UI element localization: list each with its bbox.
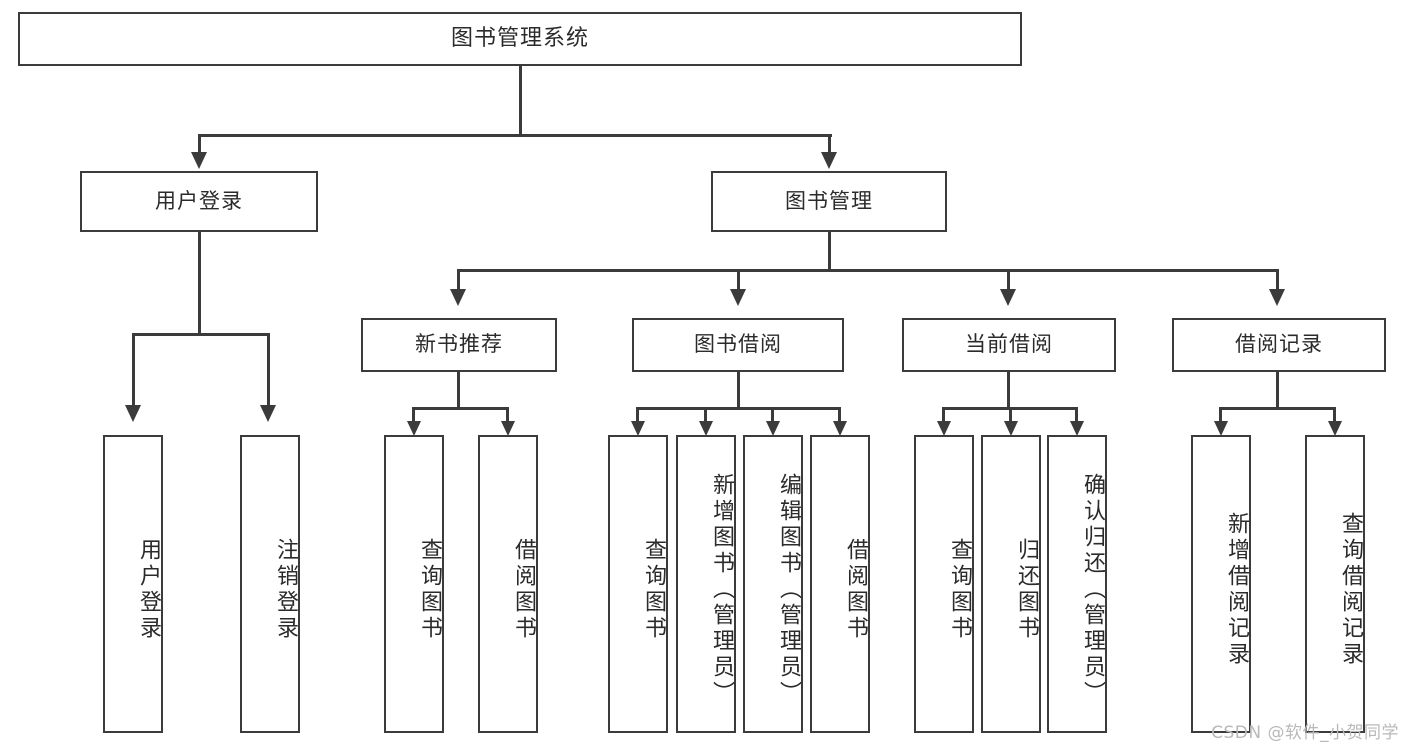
arrowhead-leaf-user-login — [125, 405, 141, 422]
connector-book-manage-bar — [457, 269, 1279, 272]
arrowhead-leaf-confirm-return — [1070, 421, 1084, 436]
node-book-borrow[interactable]: 图书借阅 — [632, 318, 844, 372]
arrowhead-borrow-record — [1269, 289, 1285, 306]
connector-user-login-stem — [198, 232, 201, 335]
connector-book-borrow-to-leaf-4 — [838, 407, 841, 423]
connector-user-login-bar — [132, 333, 270, 336]
connector-to-new-book — [457, 269, 460, 291]
arrowhead-book-borrow — [730, 289, 746, 306]
connector-root-bar — [198, 134, 832, 137]
connector-book-manage-stem — [828, 232, 831, 271]
leaf-user-login[interactable]: 用户登录 — [103, 435, 163, 733]
connector-root-to-user-login — [198, 134, 201, 154]
leaf-borrow-book[interactable]: 借阅图书 — [810, 435, 870, 733]
leaf-query-book-recommend[interactable]: 查询图书 — [384, 435, 444, 733]
leaf-borrow-book-recommend[interactable]: 借阅图书 — [478, 435, 538, 733]
node-label: 借阅记录 — [1235, 332, 1323, 357]
node-label: 查询图书 — [417, 538, 442, 642]
node-label: 注销登录 — [273, 538, 298, 642]
arrowhead-leaf-query-book-b — [631, 421, 645, 436]
connector-root-stem — [519, 66, 522, 136]
node-user-login[interactable]: 用户登录 — [80, 171, 318, 232]
leaf-add-borrow-record[interactable]: 新增借阅记录 — [1191, 435, 1251, 733]
leaf-query-book-borrow[interactable]: 查询图书 — [608, 435, 668, 733]
node-label: 图书管理系统 — [450, 25, 589, 51]
arrowhead-leaf-return-book — [1004, 421, 1018, 436]
leaf-query-borrow-record[interactable]: 查询借阅记录 — [1305, 435, 1365, 733]
node-label: 借阅图书 — [511, 538, 536, 642]
node-label: 查询图书 — [947, 538, 972, 642]
arrowhead-leaf-query-book-a — [407, 421, 421, 436]
leaf-confirm-return-admin[interactable]: 确认归还（管理员） — [1047, 435, 1107, 733]
connector-user-login-to-leaf-2 — [267, 333, 270, 407]
arrowhead-leaf-add-record — [1214, 421, 1228, 436]
node-label: 新书推荐 — [415, 332, 503, 357]
connector-current-borrow-to-leaf-3 — [1075, 407, 1078, 423]
connector-current-borrow-to-leaf-2 — [1009, 407, 1012, 423]
node-label: 确认归还（管理员） — [1080, 473, 1105, 707]
node-label: 查询图书 — [641, 538, 666, 642]
connector-book-borrow-to-leaf-2 — [704, 407, 707, 423]
arrowhead-leaf-logout — [260, 405, 276, 422]
arrowhead-leaf-edit-book — [766, 421, 780, 436]
connector-to-current-borrow — [1007, 269, 1010, 291]
connector-borrow-record-stem — [1276, 372, 1279, 410]
arrowhead-current-borrow — [1000, 289, 1016, 306]
arrowhead-new-book-recommend — [450, 289, 466, 306]
arrowhead-book-manage — [821, 152, 837, 169]
leaf-edit-book-admin[interactable]: 编辑图书（管理员） — [743, 435, 803, 733]
connector-new-book-to-leaf-2 — [506, 407, 509, 423]
connector-book-borrow-to-leaf-3 — [771, 407, 774, 423]
node-label: 归还图书 — [1014, 538, 1039, 642]
connector-book-borrow-to-leaf-1 — [636, 407, 639, 423]
node-label: 借阅图书 — [843, 538, 868, 642]
node-label: 新增图书（管理员） — [709, 473, 734, 707]
node-label: 用户登录 — [136, 538, 161, 642]
leaf-logout[interactable]: 注销登录 — [240, 435, 300, 733]
arrowhead-leaf-add-book — [699, 421, 713, 436]
node-root-system[interactable]: 图书管理系统 — [18, 12, 1022, 66]
connector-new-book-bar — [412, 407, 509, 410]
arrowhead-leaf-borrow-book-b — [833, 421, 847, 436]
node-new-book-recommend[interactable]: 新书推荐 — [361, 318, 557, 372]
connector-current-borrow-to-leaf-1 — [942, 407, 945, 423]
node-label: 用户登录 — [155, 188, 243, 213]
node-label: 当前借阅 — [965, 332, 1053, 357]
connector-book-borrow-stem — [737, 372, 740, 410]
node-label: 图书借阅 — [694, 332, 782, 357]
connector-current-borrow-stem — [1007, 372, 1010, 410]
connector-to-book-borrow — [737, 269, 740, 291]
arrowhead-leaf-query-record — [1328, 421, 1342, 436]
node-label: 图书管理 — [785, 188, 873, 213]
connector-borrow-record-bar — [1219, 407, 1336, 410]
node-book-management[interactable]: 图书管理 — [711, 171, 947, 232]
connector-borrow-record-to-leaf-1 — [1219, 407, 1222, 423]
leaf-add-book-admin[interactable]: 新增图书（管理员） — [676, 435, 736, 733]
leaf-query-book-current[interactable]: 查询图书 — [914, 435, 974, 733]
node-borrow-record[interactable]: 借阅记录 — [1172, 318, 1386, 372]
connector-root-to-book-manage — [828, 134, 831, 154]
node-current-borrow[interactable]: 当前借阅 — [902, 318, 1116, 372]
arrowhead-user-login — [191, 152, 207, 169]
connector-to-borrow-record — [1276, 269, 1279, 291]
arrowhead-leaf-borrow-book-a — [501, 421, 515, 436]
connector-user-login-to-leaf-1 — [132, 333, 135, 407]
connector-new-book-stem — [457, 372, 460, 410]
node-label: 新增借阅记录 — [1224, 512, 1249, 668]
connector-book-borrow-bar — [636, 407, 840, 410]
arrowhead-leaf-query-book-c — [937, 421, 951, 436]
connector-borrow-record-to-leaf-2 — [1333, 407, 1336, 423]
node-label: 编辑图书（管理员） — [776, 473, 801, 707]
node-label: 查询借阅记录 — [1338, 512, 1363, 668]
leaf-return-book[interactable]: 归还图书 — [981, 435, 1041, 733]
connector-new-book-to-leaf-1 — [412, 407, 415, 423]
